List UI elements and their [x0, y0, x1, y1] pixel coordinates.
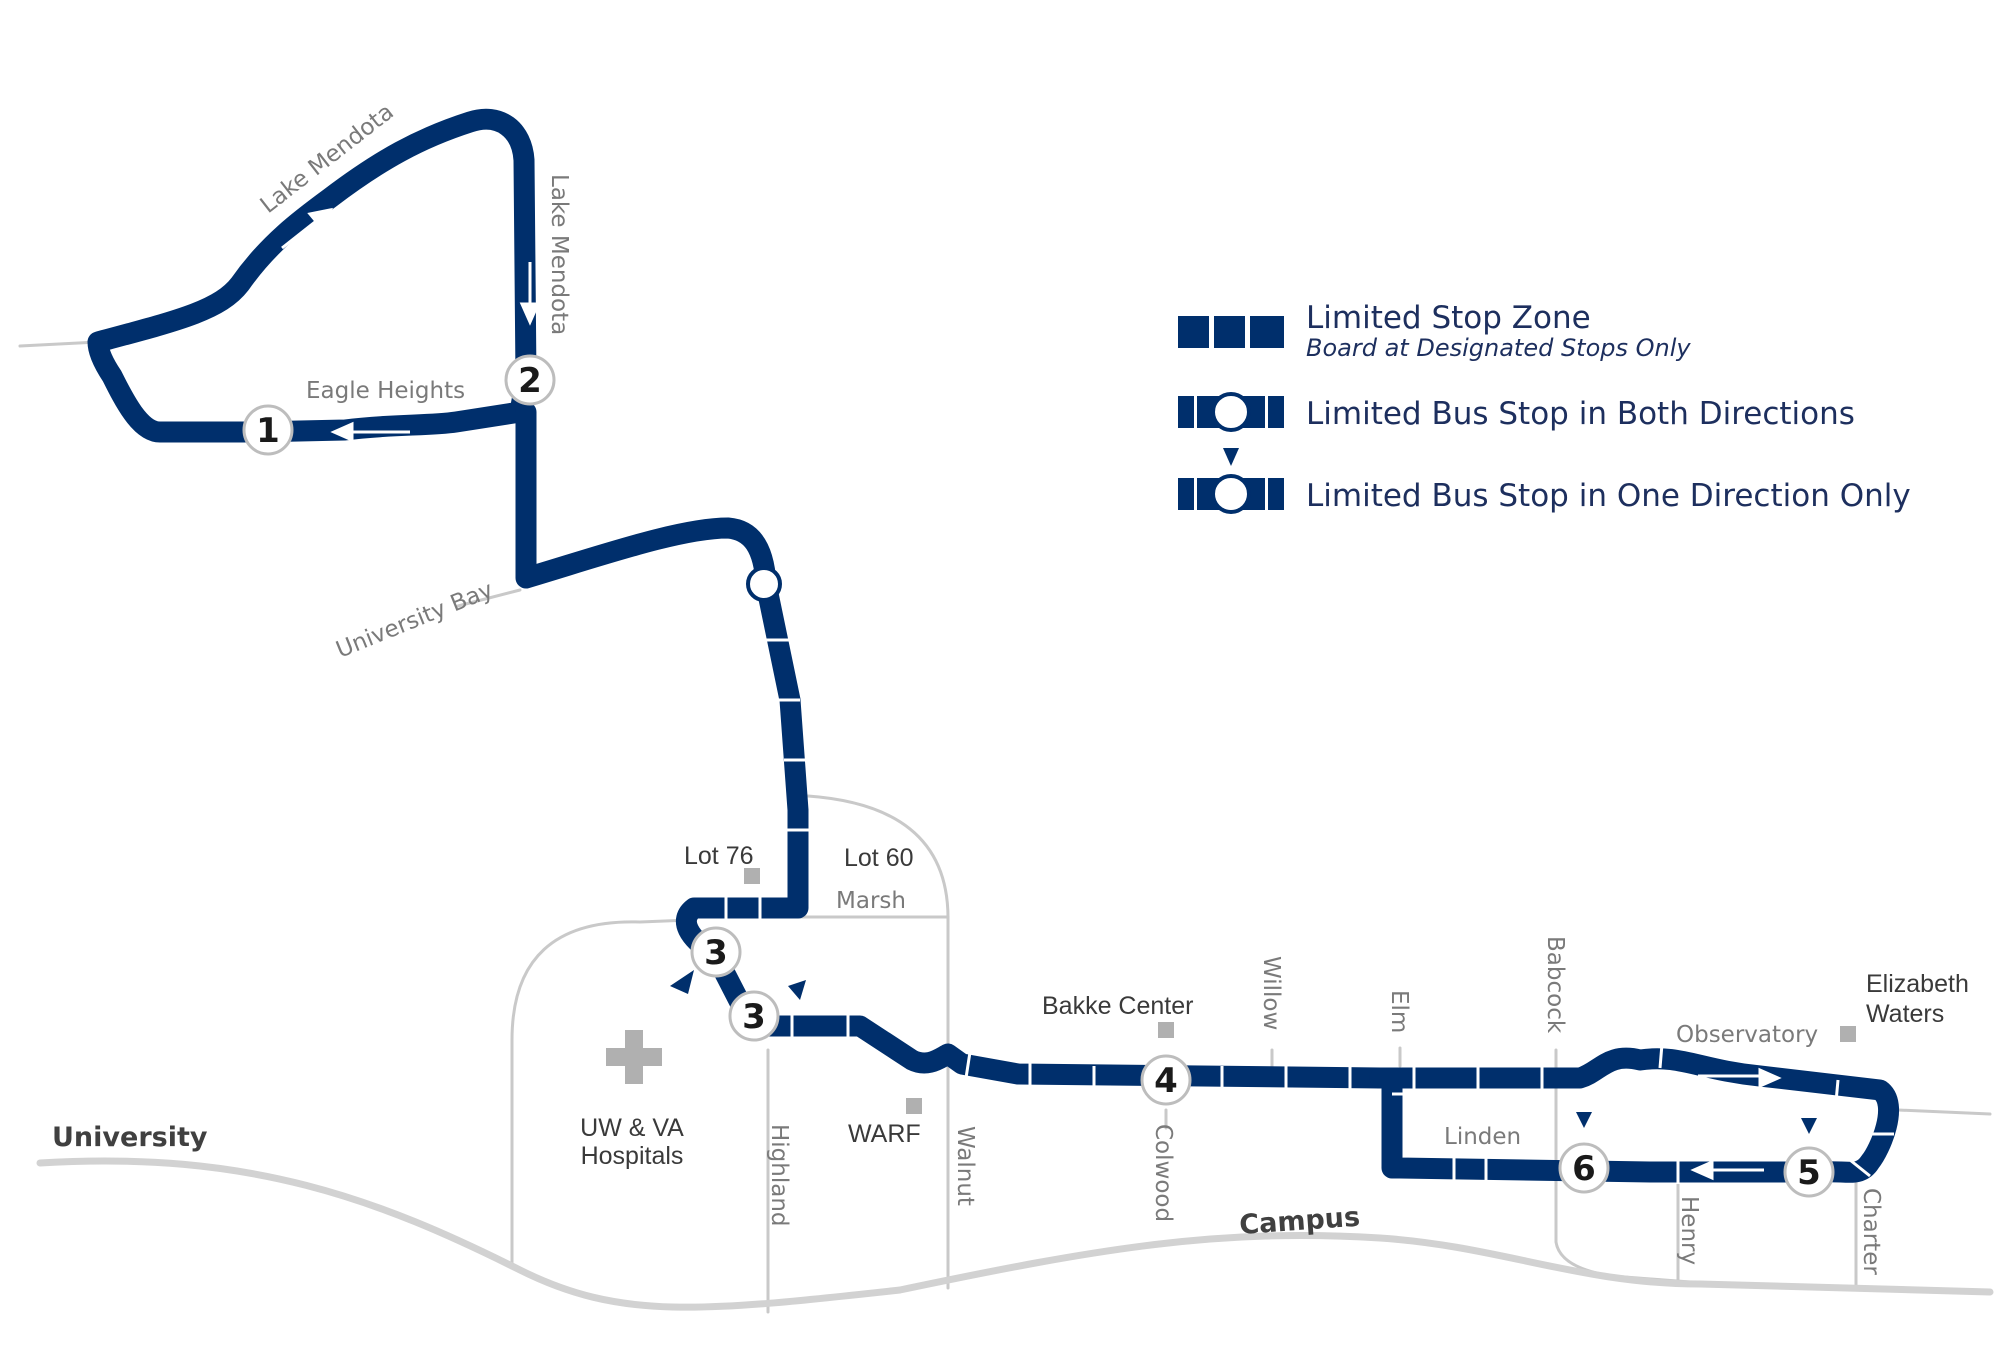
label-warf: WARF	[848, 1120, 921, 1148]
arrow-west-icon	[330, 421, 410, 443]
lot76-marker	[744, 868, 760, 884]
label-elm: Elm	[1386, 990, 1412, 1033]
label-henry: Henry	[1676, 1196, 1702, 1265]
stop-2-label: 2	[518, 361, 542, 401]
street-lot60-loop	[806, 794, 950, 1290]
label-eagle-heights: Eagle Heights	[306, 378, 465, 404]
label-hospitals-line2: Hospitals	[581, 1142, 684, 1170]
stop-unnumbered	[746, 566, 782, 602]
street-university-bay-connector	[456, 588, 522, 608]
label-highland: Highland	[766, 1124, 792, 1227]
stop-6: 6	[1558, 1142, 1610, 1194]
label-elizabeth-waters-line1: Elizabeth	[1866, 970, 1969, 998]
stop-4-label: 4	[1154, 1061, 1178, 1101]
legend-zone-swatch	[1178, 316, 1284, 348]
stop-4: 4	[1140, 1054, 1192, 1106]
label-walnut: Walnut	[952, 1126, 978, 1206]
stop-1: 1	[242, 404, 294, 456]
pointer-stop-3a-icon	[670, 970, 694, 994]
label-lake-mendota-2: Lake Mendota	[546, 174, 572, 335]
one-direction-pointers	[670, 970, 1817, 1134]
route-east-corridor	[1369, 1047, 1900, 1183]
stop-1-label: 1	[256, 411, 280, 451]
place-labels: Lot 76 Lot 60 Bakke Center WARF UW & VA …	[580, 842, 1969, 1170]
label-willow: Willow	[1258, 956, 1284, 1030]
legend-one-direction-swatch	[1178, 448, 1284, 514]
route-university-bay-segment	[515, 401, 1391, 1089]
label-babcock: Babcock	[1542, 936, 1568, 1034]
label-bakke-center: Bakke Center	[1042, 992, 1193, 1020]
stop-3a: 3	[690, 926, 742, 978]
bakke-center-marker	[1158, 1022, 1174, 1038]
pointer-stop-5-icon	[1801, 1118, 1817, 1134]
label-lot60: Lot 60	[844, 844, 914, 872]
poi-markers	[606, 868, 1856, 1114]
legend-both-directions: Limited Bus Stop in Both Directions	[1306, 396, 1855, 432]
legend: Limited Stop Zone Board at Designated St…	[1178, 300, 1911, 514]
stop-3b-label: 3	[742, 997, 766, 1037]
label-university: University	[52, 1122, 208, 1153]
legend-zone-title: Limited Stop Zone	[1306, 300, 1591, 336]
street-east-connector	[1896, 1108, 1992, 1116]
arrow-east-icon	[1698, 1067, 1782, 1089]
stop-3b: 3	[728, 990, 780, 1042]
legend-both-directions-swatch	[1178, 392, 1284, 432]
pointer-stop-6-icon	[1576, 1112, 1592, 1128]
street-university-campus	[36, 1157, 1994, 1311]
zone-ticks	[724, 638, 1894, 1184]
label-lot76: Lot 76	[684, 842, 754, 870]
label-marsh: Marsh	[836, 888, 906, 914]
arrow-northeast-icon	[281, 207, 334, 250]
warf-marker	[906, 1098, 922, 1114]
label-colwood: Colwood	[1150, 1124, 1176, 1222]
label-linden: Linden	[1444, 1124, 1521, 1150]
street-labels: Lake Mendota Lake Mendota Eagle Heights …	[52, 99, 1884, 1275]
stop-2: 2	[504, 354, 556, 406]
hospital-cross-icon	[606, 1030, 662, 1084]
bus-route	[87, 108, 1900, 1183]
label-charter: Charter	[1858, 1188, 1884, 1275]
direction-arrows	[281, 207, 1782, 1181]
major-streets	[36, 1157, 1994, 1311]
street-lake-mendota-west	[18, 340, 100, 348]
legend-zone-subtitle: Board at Designated Stops Only	[1306, 334, 1691, 362]
elizabeth-waters-marker	[1840, 1026, 1856, 1042]
stop-6-label: 6	[1572, 1149, 1596, 1189]
arrow-west-icon	[1690, 1159, 1764, 1181]
street-hospital-loop	[510, 918, 692, 1270]
label-university-bay: University Bay	[333, 577, 497, 664]
label-elizabeth-waters-line2: Waters	[1866, 1000, 1944, 1028]
route-lake-mendota-loop	[87, 108, 537, 443]
pointer-stop-3b-icon	[788, 980, 806, 1000]
legend-one-direction: Limited Bus Stop in One Direction Only	[1306, 478, 1911, 514]
stop-3a-label: 3	[704, 933, 728, 973]
stop-5: 5	[1783, 1146, 1835, 1198]
bus-stops: 1 2 3 3 4 6 5	[242, 354, 1835, 1198]
label-observatory: Observatory	[1676, 1022, 1818, 1048]
arrow-south-icon	[519, 262, 541, 326]
stop-5-label: 5	[1797, 1153, 1821, 1193]
label-hospitals-line1: UW & VA	[580, 1114, 684, 1142]
